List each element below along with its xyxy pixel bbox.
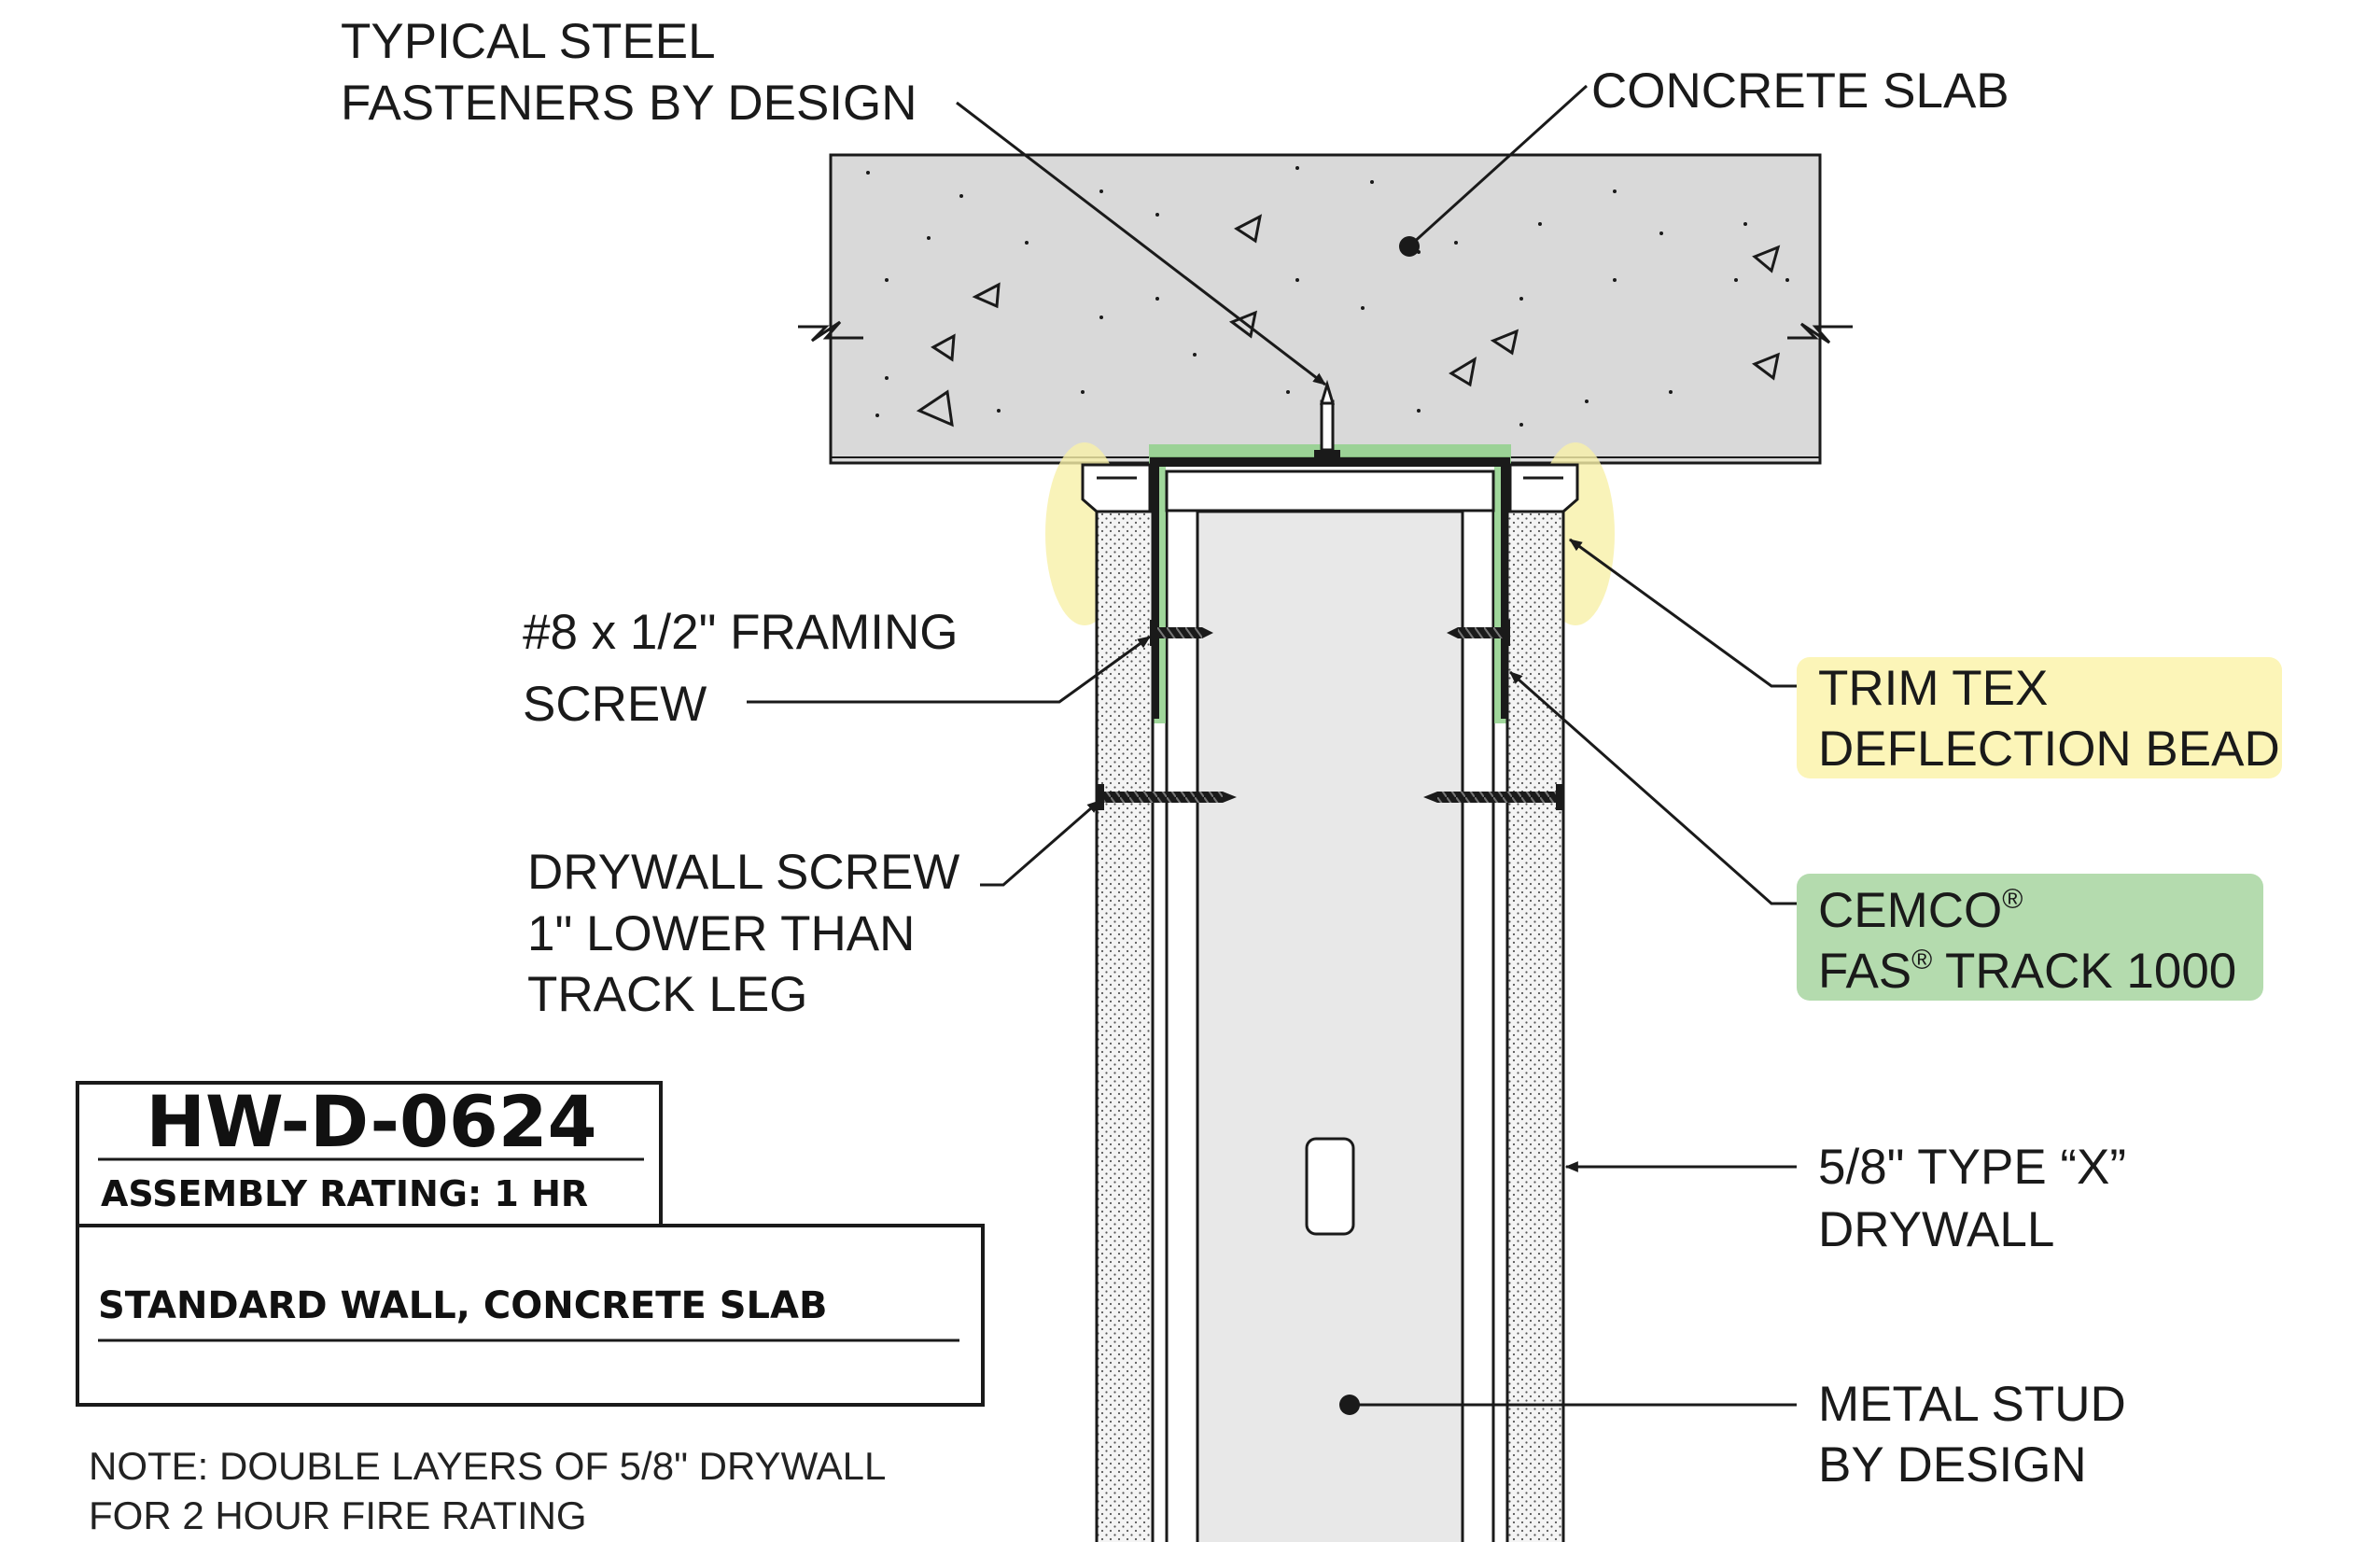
note-line2: FOR 2 HOUR FIRE RATING	[89, 1493, 587, 1537]
framing-screw-label-line1: #8 x 1/2" FRAMING	[523, 605, 959, 660]
track-leg-left	[1150, 457, 1159, 719]
cemco-label-line2: FAS® TRACK 1000	[1818, 944, 2236, 999]
drywall-screw-label-line1: DRYWALL SCREW	[527, 845, 959, 900]
drywall-type-label-line2: DRYWALL	[1818, 1202, 2054, 1257]
trim-tex-label-line2: DEFLECTION BEAD	[1818, 722, 2280, 777]
slab-specks	[866, 166, 1789, 427]
metal-stud-label-line2: BY DESIGN	[1818, 1437, 2087, 1493]
trim-tex-callout-box	[1797, 657, 2282, 778]
framing-screw-right	[1447, 620, 1510, 646]
fas-registered-mark: ®	[1911, 945, 1932, 975]
drywall-left	[1095, 510, 1155, 1542]
trim-tex-label-line1: TRIM TEX	[1818, 661, 2048, 716]
assembly-rating: ASSEMBLY RATING: 1 HR	[101, 1173, 588, 1214]
slab-break-right	[1787, 322, 1853, 344]
concrete-slab-label: CONCRETE SLAB	[1591, 63, 2009, 119]
title-block: HW-D-0624 ASSEMBLY RATING: 1 HR STANDARD…	[76, 1080, 985, 1407]
assembly-description: STANDARD WALL, CONCRETE SLAB	[98, 1284, 827, 1327]
track-1000-text: TRACK 1000	[1932, 944, 2236, 999]
assembly-code: HW-D-0624	[146, 1080, 596, 1163]
cemco-registered-mark: ®	[2002, 884, 2023, 915]
framing-screw-left	[1150, 620, 1213, 646]
framing-screw-label-line2: SCREW	[523, 677, 707, 732]
drywall-screw-right	[1423, 784, 1563, 810]
fasteners-label-line2: FASTENERS BY DESIGN	[341, 76, 917, 131]
drywall-screw-label-line2: 1" LOWER THAN	[527, 906, 915, 961]
slab-aggregate	[916, 214, 1781, 428]
fasteners-label-line1: TYPICAL STEEL	[341, 14, 716, 69]
trim-tex-bead-left	[1081, 463, 1152, 513]
drywall-right	[1505, 510, 1565, 1542]
track-web	[1150, 457, 1510, 467]
metal-stud	[1165, 510, 1495, 1542]
note-line1: NOTE: DOUBLE LAYERS OF 5/8" DRYWALL	[89, 1444, 886, 1488]
cemco-text: CEMCO	[1818, 883, 2002, 938]
slab-break-left	[798, 320, 863, 343]
stud-web	[1196, 510, 1464, 1542]
cemco-label-line1: CEMCO®	[1818, 883, 2023, 938]
drywall-screw-left	[1097, 784, 1237, 810]
title-block-lower	[76, 1224, 985, 1407]
cemco-callout-box	[1797, 874, 2263, 1001]
stud-knockout	[1305, 1137, 1355, 1236]
stud-top	[1165, 470, 1495, 512]
fas-text: FAS	[1818, 944, 1911, 999]
track-leg-right	[1501, 457, 1510, 719]
drywall-type-label-line1: 5/8" TYPE “X”	[1818, 1140, 2126, 1195]
leader-lines	[747, 84, 1797, 1415]
trim-tex-bead-right	[1508, 463, 1579, 513]
metal-stud-label-line1: METAL STUD	[1818, 1377, 2126, 1432]
drywall-screw-label-line3: TRACK LEG	[527, 967, 807, 1022]
slab-fastener	[1314, 379, 1340, 461]
